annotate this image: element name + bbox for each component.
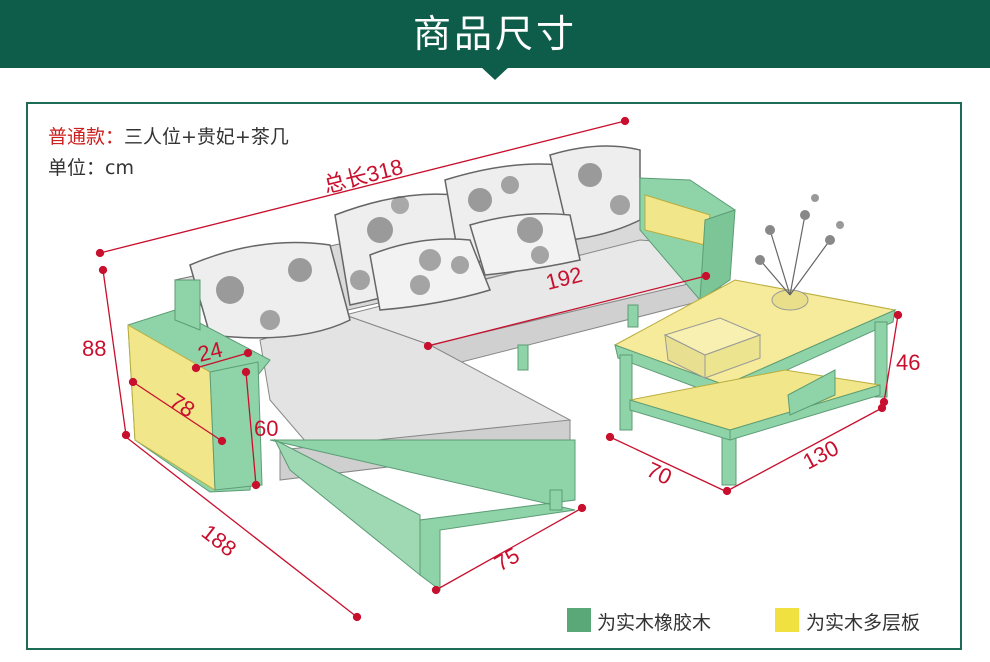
diagram-frame — [26, 102, 962, 650]
dim-chaise-width: 75 — [490, 542, 524, 576]
dim-armrest-width: 24 — [195, 337, 225, 367]
legend-label-plywood: 为实木多层板 — [806, 612, 921, 634]
coffee-table — [613, 194, 897, 486]
dim-chaise-length: 188 — [197, 519, 241, 561]
dim-height: 88 — [82, 336, 106, 361]
back-pillows — [189, 145, 641, 339]
legend-swatch-rubberwood — [567, 608, 591, 632]
page-title: 商品尺寸 — [412, 12, 577, 56]
title-banner — [0, 0, 990, 68]
dim-table-width: 70 — [643, 457, 676, 490]
dim-total-length: 总长318 — [321, 154, 405, 198]
model-label: 普通款： — [48, 126, 125, 148]
unit-value: cm — [105, 157, 134, 179]
legend-label-rubberwood: 为实木橡胶木 — [597, 612, 712, 634]
unit-label: 单位： — [48, 157, 106, 179]
legend-swatch-plywood — [775, 608, 799, 632]
model-line: 普通款：三人位+贵妃+茶几 — [48, 122, 289, 149]
dimension-lines — [95, 116, 903, 622]
model-value: 三人位+贵妃+茶几 — [124, 126, 289, 148]
banner-notch — [480, 66, 510, 80]
unit-line: 单位：cm — [48, 153, 134, 180]
dim-armrest-height: 60 — [254, 416, 278, 441]
dim-table-height: 46 — [896, 350, 920, 375]
dim-table-length: 130 — [799, 435, 843, 474]
